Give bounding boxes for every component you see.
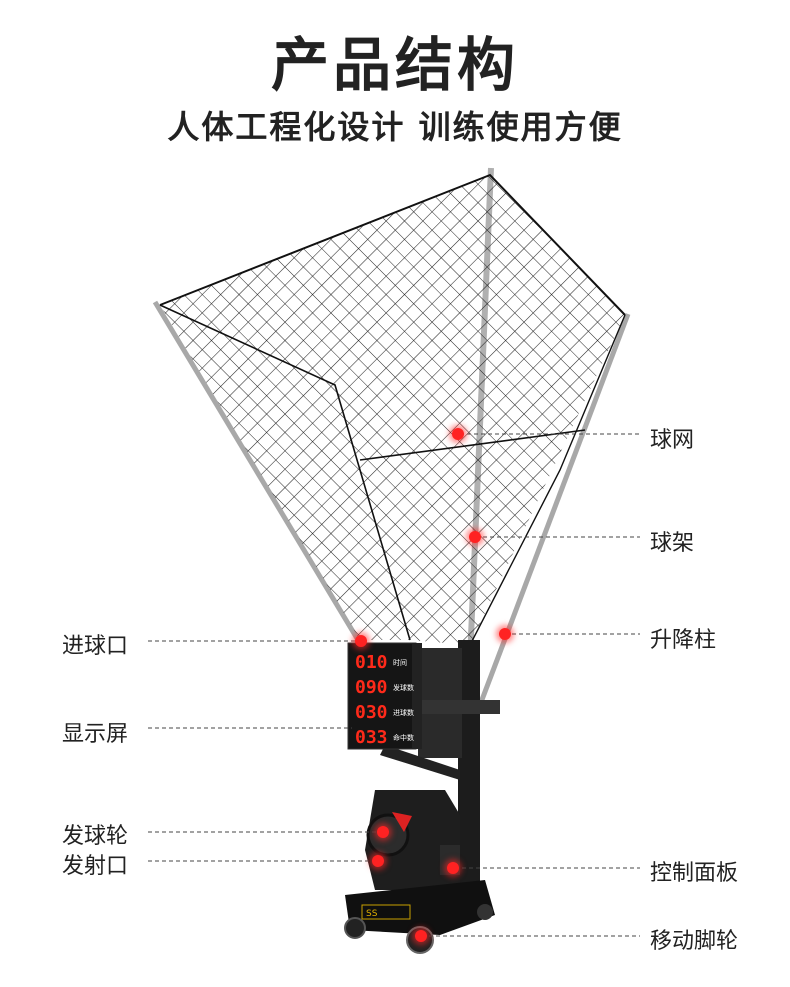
page-title: 产品结构 bbox=[270, 31, 519, 99]
net-marker bbox=[452, 428, 464, 440]
label-serve-wheel: 发球轮 bbox=[62, 824, 129, 849]
label-lift-column: 升降柱 bbox=[650, 628, 717, 653]
svg-text:SS: SS bbox=[366, 909, 378, 919]
display-tag: 命中数 bbox=[393, 733, 414, 742]
wheels-marker bbox=[415, 930, 427, 942]
leader-lines bbox=[148, 433, 640, 937]
ball-inlet-marker bbox=[355, 635, 367, 647]
display-value: 033 bbox=[355, 727, 388, 748]
label-wheels: 移动脚轮 bbox=[650, 929, 739, 954]
display-value: 090 bbox=[355, 677, 388, 698]
display-value: 010 bbox=[355, 652, 388, 673]
display-tag: 时间 bbox=[393, 658, 407, 667]
frame-marker bbox=[469, 531, 481, 543]
label-ball-inlet: 进球口 bbox=[62, 634, 129, 659]
serve-wheel-marker bbox=[377, 826, 389, 838]
label-net: 球网 bbox=[650, 428, 695, 453]
display-tag: 进球数 bbox=[393, 708, 414, 717]
launch-port-marker bbox=[372, 855, 384, 867]
lift-column bbox=[380, 640, 500, 910]
label-control-panel: 控制面板 bbox=[650, 861, 739, 886]
display-screen bbox=[347, 642, 422, 750]
net bbox=[159, 173, 626, 646]
display-tag: 发球数 bbox=[393, 683, 414, 692]
machine-body: SS bbox=[345, 790, 495, 935]
lift-column-marker bbox=[499, 628, 511, 640]
control-panel-marker bbox=[447, 862, 459, 874]
page-subtitle: 人体工程化设计 训练使用方便 bbox=[167, 108, 623, 146]
label-frame: 球架 bbox=[650, 531, 695, 556]
label-launch-port: 发射口 bbox=[62, 854, 129, 879]
display-value: 030 bbox=[355, 702, 388, 723]
label-screen: 显示屏 bbox=[62, 722, 129, 747]
